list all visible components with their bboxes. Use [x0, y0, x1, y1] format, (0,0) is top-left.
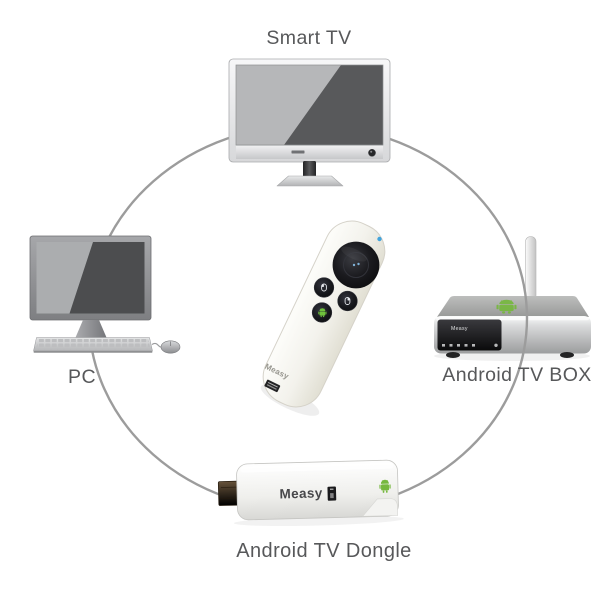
remote-illustration: Measy [260, 220, 386, 416]
dongle-chip-mark [330, 493, 334, 499]
box-foot-right [560, 352, 574, 358]
mouse-left-icon [321, 283, 327, 292]
dongle-body [236, 459, 399, 521]
smart-tv-illustration [228, 58, 391, 187]
dpad-center-glyph [357, 262, 360, 266]
pc-mouse [160, 340, 181, 354]
box-front-highlight [436, 316, 589, 321]
dongle-chip-mark [329, 488, 334, 490]
box-panel-indicator-icons [442, 343, 498, 347]
pc-screen-glare [36, 242, 93, 314]
box-display-panel [437, 319, 502, 351]
device-labels: Smart TV PC Android TV BOX Android TV Do… [68, 27, 591, 562]
android-tv-box-illustration: Measy [434, 236, 591, 361]
wifi-antenna [525, 236, 537, 301]
mouse-right-button [337, 290, 358, 312]
remote-spec-label [264, 379, 281, 393]
tv-brand-logo [291, 150, 305, 154]
mouse-left-button [313, 277, 335, 298]
pc-monitor-stand [75, 320, 107, 338]
dongle-card-flap [362, 498, 399, 517]
dongle-measy-logo: Measy [279, 485, 323, 501]
tv-screen-border [235, 64, 384, 146]
dpad-inner-ring [343, 252, 369, 278]
tv-stand-base [276, 175, 344, 187]
dpad-center-glyph [352, 263, 356, 267]
android-tv-dongle-label: Android TV Dongle [236, 540, 411, 562]
android-tv-dongle-illustration: Measy [217, 459, 404, 527]
pc-keyboard-keys [35, 339, 151, 350]
pc-illustration [29, 235, 181, 354]
pc-label: PC [68, 366, 96, 388]
dongle-top-highlight [240, 462, 394, 473]
box-foot-left [446, 352, 460, 358]
tv-power-button [368, 148, 376, 157]
android-tv-box-label: Android TV BOX [442, 364, 591, 386]
dpad-gloss [341, 246, 367, 262]
pc-keyboard-edge [33, 351, 153, 353]
dpad-touch-pad-icon [332, 241, 380, 289]
tv-power-button-dot [370, 150, 373, 153]
mouse-right-icon [344, 297, 351, 305]
smart-tv-label: Smart TV [266, 27, 351, 49]
tv-bottom-bar [236, 146, 383, 159]
tv-screen-glare [236, 65, 341, 145]
tv-stand-neck [303, 161, 316, 178]
led-indicator [377, 236, 382, 242]
box-panel-logo: Measy [451, 326, 468, 332]
